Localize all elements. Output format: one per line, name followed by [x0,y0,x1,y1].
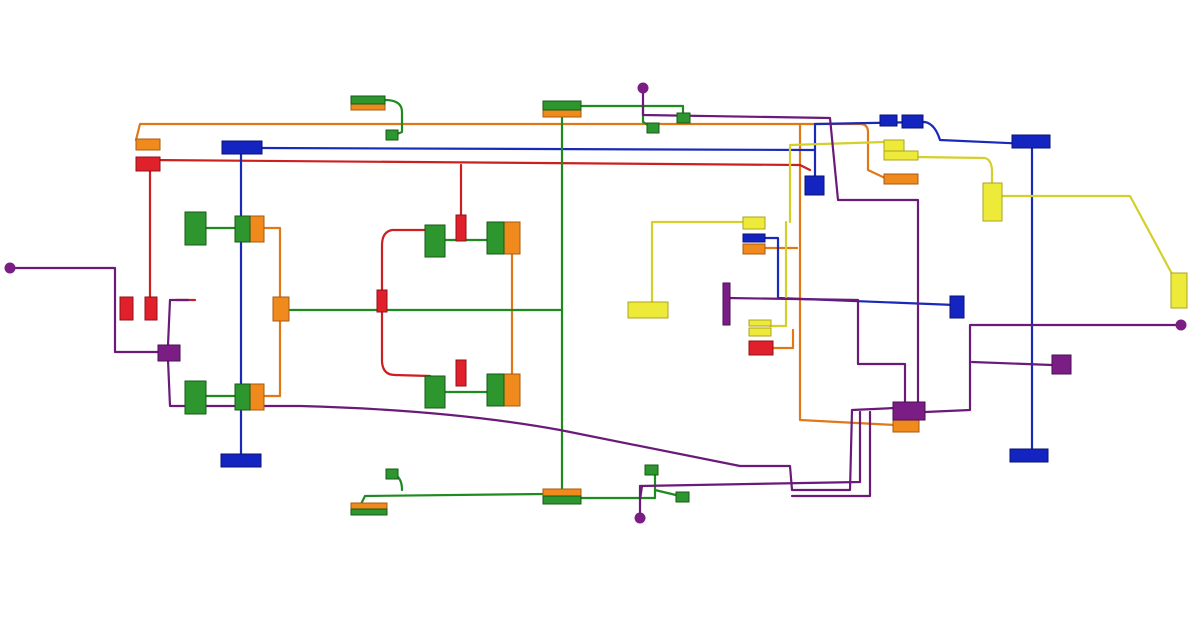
purple-terminal-bottom [634,512,646,524]
yellow-connector-left-lamp [627,301,669,319]
purple-wire-bottom-loop [638,410,862,488]
green-connector-left-bottom-pair [234,383,251,411]
purple-wire-left-input [8,266,162,354]
purple-connector-right-box [1051,354,1072,375]
purple-connector-hub [892,401,926,421]
purple-wire-mid-run [725,296,907,406]
purple-wire-left-drop [166,298,190,347]
blue-connector-top-small-a [879,114,898,127]
orange-connector-left-mid [272,296,290,322]
green-connector-left-top-pair [234,215,251,243]
yellow-wire-top [788,140,887,224]
green-connector-left-top-block [184,211,207,246]
wires [8,88,1182,508]
blue-connector-bottom-left [220,453,262,468]
red-connector-center-top [455,214,467,242]
yellow-connector-far-right [1170,272,1188,309]
red-connector-center-mid [376,289,388,313]
yellow-connector-mid-lamp-b [748,327,772,337]
orange-connector-hub [892,419,920,433]
yellow-connector-mid-lamp [748,319,772,327]
orange-connector-left-top-pair [249,215,265,243]
purple-wire-right-out [923,323,1182,414]
yellow-wire-right-run [913,155,994,192]
green-wire-bottom-left [358,492,547,508]
green-connector-top-small-b [646,122,660,134]
green-connector-center-bottom-pair [486,373,505,407]
green-connector-bottom-small-b [644,464,659,476]
purple-wire-right-box [970,360,1054,367]
green-connector-top-left-stack [350,95,386,105]
green-connector-center-top-block [424,224,446,258]
blue-wire-mid-right [758,236,957,307]
orange-connector-mid-right [742,243,766,255]
green-wire-bottom-right [578,470,657,500]
orange-connector-top-left [135,138,161,151]
purple-connector-left [157,344,181,362]
green-connector-top-center [542,100,582,111]
green-connector-center-top-pair [486,221,505,255]
purple-wire-to-stub [790,410,872,498]
orange-wire-lamp-right [770,328,795,350]
blue-connector-box [804,175,825,196]
yellow-connector-mid-top [742,216,766,230]
orange-connector-top-center [542,109,582,118]
purple-terminal-right [1175,319,1187,331]
red-wire-top-trunk [146,158,812,172]
orange-wire-right-drop [798,122,897,427]
blue-connector-mid-right [949,295,965,319]
orange-connector-top-left-stack [350,103,386,111]
red-wire-center-loop [380,228,432,378]
blue-connector-bottom-right [1009,448,1049,463]
blue-connector-top-left [221,140,263,155]
purple-wire-top-run [641,88,920,406]
blue-connector-top-small-b [901,114,924,129]
orange-connector-bottom-left-stack [350,502,388,510]
green-wire-top-left-hook [383,98,404,138]
orange-connector-center-top [503,221,521,255]
red-connector-left-b [144,296,158,321]
yellow-connector-top-right-a [883,139,905,152]
green-connector-center-bottom-block [424,375,446,409]
yellow-connector-right-block [982,182,1003,222]
orange-connector-left-bottom-pair [249,383,265,411]
red-connector-lamp [748,340,774,356]
yellow-wire-far-right [998,194,1180,287]
green-connector-bottom-small-c [675,491,690,503]
yellow-wire-down [768,220,788,328]
yellow-wire-left-loop [650,220,747,307]
components [4,82,1188,524]
purple-terminal-top [637,82,649,94]
orange-connector-center-bottom [503,373,521,407]
purple-terminal-left [4,262,16,274]
green-connector-top-small-c [676,112,691,124]
blue-connector-mid-stack [742,233,766,243]
red-connector-left-a [119,296,134,321]
green-connector-bottom-small-a [385,468,399,480]
purple-wire-bottom-sweep [166,358,897,492]
red-connector-center-bottom [455,359,467,387]
blue-connector-top-right [1011,134,1051,149]
red-connector-top-left [135,156,161,172]
yellow-connector-top-right-b [883,150,919,161]
orange-connector-right-upper [883,173,919,185]
purple-connector-bar [722,282,731,326]
green-connector-top-small-a [385,129,399,141]
green-connector-bottom-left-stack [350,508,388,516]
blue-wire-top-trunk [260,120,1032,152]
green-connector-bottom-center [542,495,582,505]
orange-connector-bottom-center [542,488,582,497]
green-connector-left-bottom-block [184,380,207,415]
